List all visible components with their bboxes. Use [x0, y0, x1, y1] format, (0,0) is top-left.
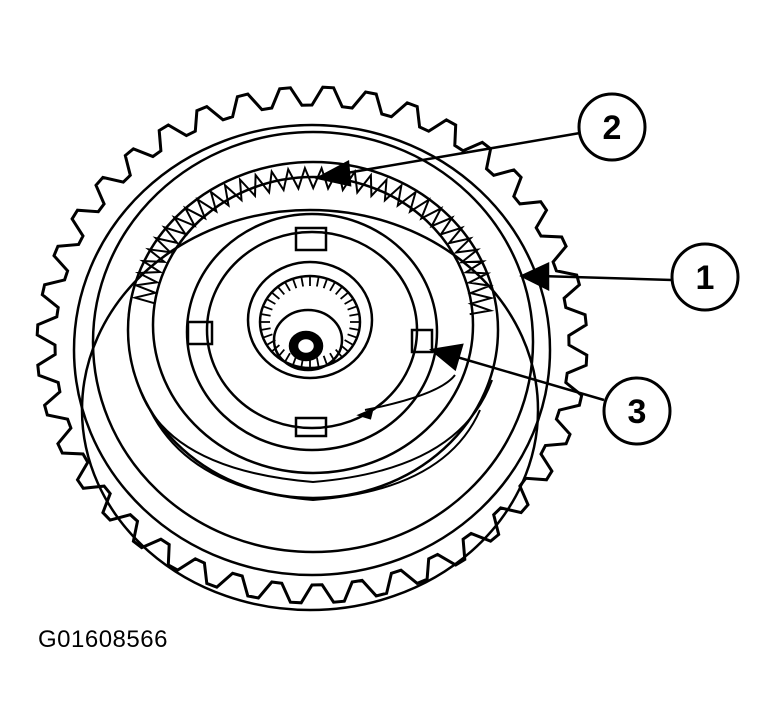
arrow-head-1: [519, 262, 550, 292]
drum-side-wall: [72, 123, 552, 612]
callout-1-label: 1: [696, 259, 715, 297]
figure-id-label: G01608566: [38, 626, 168, 653]
arrow-head-3: [429, 343, 464, 372]
callout-2-label: 2: [603, 109, 622, 147]
outer-drum-teeth: [35, 85, 589, 605]
leader-lines: [314, 131, 673, 402]
callout-3-label: 3: [628, 393, 647, 431]
arrow-head-2: [314, 160, 352, 187]
clutch-plate-ring: [126, 160, 500, 502]
callout-1: 1: [670, 242, 740, 312]
callout-2: 2: [577, 92, 647, 162]
callout-3: 3: [602, 376, 672, 446]
hub-assembly: [185, 212, 456, 452]
